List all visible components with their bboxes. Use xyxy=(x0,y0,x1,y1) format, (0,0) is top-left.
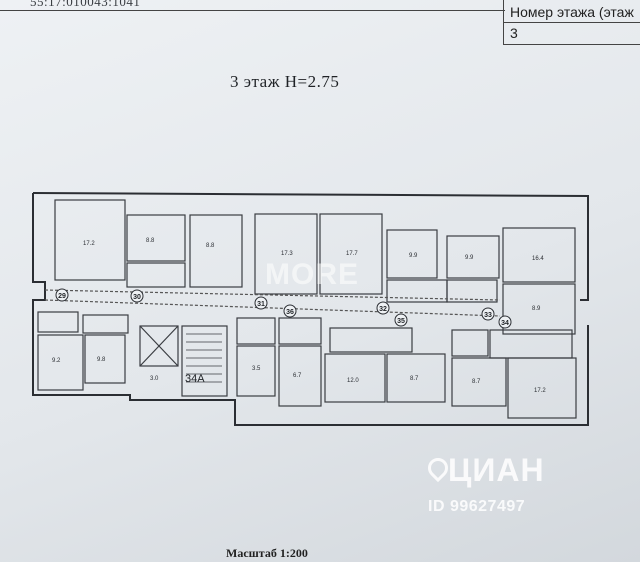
svg-text:8.7: 8.7 xyxy=(472,379,481,385)
listing-id: ID 99627497 xyxy=(428,498,526,515)
svg-text:17.3: 17.3 xyxy=(281,251,293,257)
svg-text:8.7: 8.7 xyxy=(410,376,419,382)
svg-text:12.0: 12.0 xyxy=(347,378,359,384)
overlay-watermark: MORE xyxy=(265,258,359,291)
corridor-num: 34 xyxy=(501,320,509,327)
svg-text:17.2: 17.2 xyxy=(534,388,546,394)
svg-text:16.4: 16.4 xyxy=(532,256,544,262)
corridor-num: 31 xyxy=(257,301,265,308)
svg-text:8.8: 8.8 xyxy=(206,243,215,249)
svg-text:3.5: 3.5 xyxy=(252,366,261,372)
corridor-num: 30 xyxy=(133,294,141,301)
floor-number-value: 3 xyxy=(510,25,518,41)
corridor-num: 32 xyxy=(379,306,387,313)
svg-text:17.2: 17.2 xyxy=(83,241,95,247)
svg-text:8.8: 8.8 xyxy=(146,238,155,244)
floor-number-label: Номер этажа (этаж xyxy=(510,4,634,20)
svg-text:6.7: 6.7 xyxy=(293,373,302,379)
cadastral-number: 55:17:010043:1041 xyxy=(30,0,141,9)
svg-text:9.8: 9.8 xyxy=(97,357,106,363)
floor-info-box: Номер этажа (этаж 3 xyxy=(503,0,640,45)
svg-text:17.7: 17.7 xyxy=(346,251,358,257)
floor-title: 3 этаж H=2.75 xyxy=(230,72,340,91)
corridor-num: 33 xyxy=(484,312,492,319)
svg-text:9.9: 9.9 xyxy=(465,255,474,261)
scale-label: Масштаб 1:200 xyxy=(226,546,308,560)
cian-logo: ЦИАН xyxy=(448,452,545,488)
corridor-num: 29 xyxy=(58,293,66,300)
header-rule xyxy=(0,10,505,11)
svg-text:9.9: 9.9 xyxy=(409,253,418,259)
corridor-num: 36 xyxy=(286,309,294,316)
stair-label: 34А xyxy=(185,373,205,385)
svg-text:9.2: 9.2 xyxy=(52,358,61,364)
svg-text:3.0: 3.0 xyxy=(150,376,159,382)
svg-text:8.9: 8.9 xyxy=(532,306,541,312)
corridor-num: 35 xyxy=(397,318,405,325)
